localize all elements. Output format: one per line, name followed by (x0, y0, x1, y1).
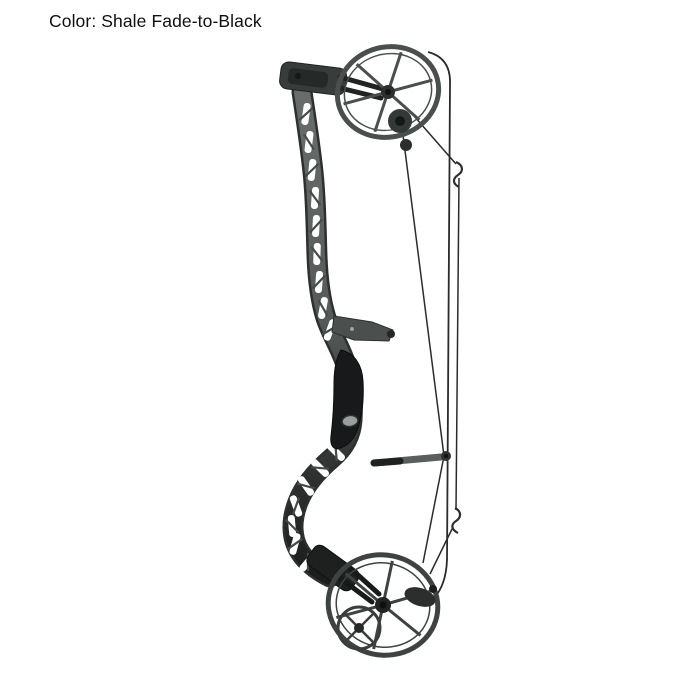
bottom-cam-axle-bolt (429, 585, 437, 593)
color-caption-text: Color: Shale Fade-to-Black (49, 11, 262, 31)
cable-guard-rod (370, 451, 451, 467)
yoke-cable-lower (455, 177, 460, 511)
top-cam (334, 44, 442, 151)
arrow-shelf (331, 315, 395, 342)
control-cable (401, 126, 445, 564)
cable-hook-top-icon (452, 160, 463, 188)
bottom-limb-pocket (306, 544, 360, 592)
top-cam-pulley (400, 139, 412, 151)
logo-badge (341, 414, 359, 428)
color-caption: Color: Shale Fade-to-Black (49, 11, 262, 32)
shelf-screw (350, 327, 354, 331)
bottom-cam-arm (404, 587, 436, 607)
bowstring (427, 51, 451, 599)
cable-to-bottom-cam (429, 526, 454, 575)
grip (330, 349, 364, 450)
cable-hook-bottom-icon (451, 507, 462, 534)
top-limb-pocket (279, 61, 348, 96)
bottom-cam (325, 552, 441, 658)
shelf-knob (387, 330, 395, 338)
